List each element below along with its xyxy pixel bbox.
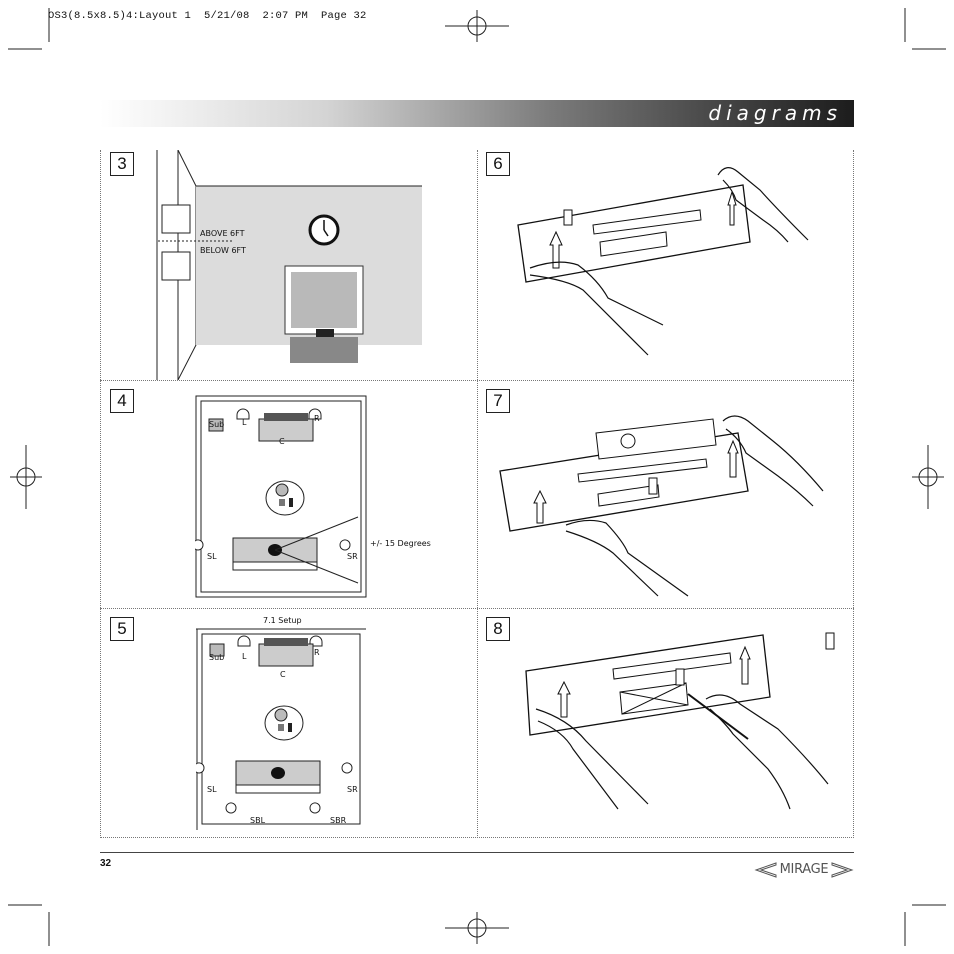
label-l: L	[242, 418, 247, 427]
label-sr: SR	[347, 552, 358, 561]
panel-8: 8	[478, 609, 854, 837]
panel-3: 3 ABOVE 6FT BELOW 6FT	[100, 150, 477, 380]
label-l: L	[242, 652, 247, 661]
label-sr: SR	[347, 785, 358, 794]
label-c: C	[279, 437, 285, 446]
footer-rule	[100, 852, 854, 853]
mirage-logo-icon	[754, 862, 854, 878]
label-sl: SL	[207, 552, 217, 561]
label-sbr: SBR	[330, 816, 347, 825]
panel-7: 7	[478, 381, 854, 608]
panel-number: 3	[110, 152, 134, 176]
label-below-6ft: BELOW 6FT	[200, 246, 246, 255]
section-title: diagrams	[708, 101, 842, 125]
label-sbl: SBL	[250, 816, 266, 825]
panel-6: 6	[478, 150, 854, 380]
panel-number: 4	[110, 389, 134, 413]
page-number: 32	[100, 858, 112, 869]
brand-logo: MIRAGE	[754, 858, 854, 882]
panel-number: 5	[110, 617, 134, 641]
wall-mount-illustration	[156, 150, 422, 380]
label-sl: SL	[207, 785, 217, 794]
print-slug: OS3(8.5x8.5)4:Layout 1 5/21/08 2:07 PM P…	[48, 10, 367, 22]
label-7-1-setup: 7.1 Setup	[263, 616, 302, 625]
label-r: R	[314, 648, 320, 657]
panel-number: 6	[486, 152, 510, 176]
label-angle: +/- 15 Degrees	[370, 539, 431, 548]
diagram-grid: 3 ABOVE 6FT BELOW 6FT 6	[100, 150, 854, 838]
marking-hands-illustration	[525, 632, 835, 810]
label-r: R	[314, 414, 320, 423]
panel-number: 7	[486, 389, 510, 413]
section-header: diagrams	[100, 100, 854, 127]
label-c: C	[280, 670, 286, 679]
label-above-6ft: ABOVE 6FT	[200, 229, 245, 238]
level-hands-illustration	[499, 415, 824, 597]
5-1-layout-diagram	[195, 395, 367, 598]
7-1-layout-diagram	[196, 628, 366, 830]
brand-name: MIRAGE	[779, 862, 829, 877]
template-hands-illustration	[517, 167, 809, 356]
panel-4: 4 Sub L R C	[100, 381, 477, 732]
label-sub: Sub	[209, 420, 225, 429]
label-sub: Sub	[209, 653, 225, 662]
panel-5: 5 7.1 Setup Sub L R C SL SR	[100, 609, 477, 837]
panel-number: 8	[486, 617, 510, 641]
